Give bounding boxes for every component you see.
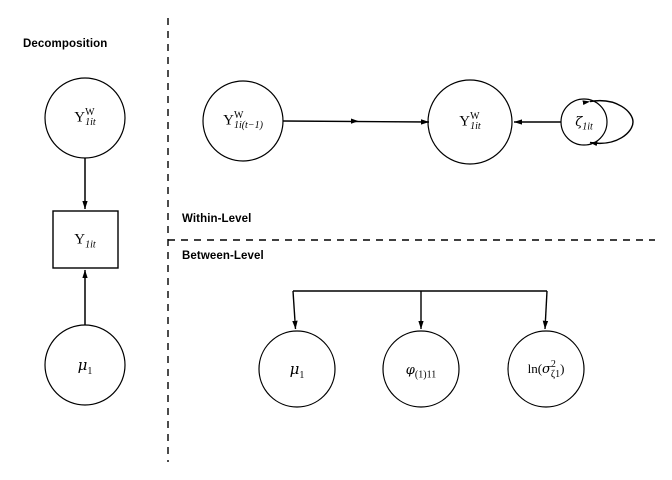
node-decomposition-observed [52,210,119,269]
node-label-sub: (1)11 [414,369,437,381]
node-label-suffix: ) [560,360,565,376]
node-label-sub: 1it [582,121,593,133]
label-between-level: Between-Level [182,250,264,262]
node-label-sub: 1it [85,116,96,128]
node-label-sub: 1i(t−1) [233,119,263,131]
node-label-sub: ζ1 [550,368,561,380]
node-between-lnvar [507,330,585,408]
node-label-between-mean: μ1 [289,360,305,381]
node-label-sup: W [470,110,480,122]
node-label-base: μ [77,356,88,374]
node-between-phi [382,330,460,408]
edge-autoregression-midmarker [351,118,359,124]
node-label-sub: 1 [87,366,93,377]
node-label-sub: 1it [85,239,96,251]
edge-bracket-to-lnvar [542,290,549,330]
node-label-sub: 1 [299,370,305,381]
node-label-base: Y [74,109,86,126]
node-label-base: Y [459,113,471,130]
node-label-between-phi: φ(1)11 [405,363,436,380]
node-label-sup: W [85,106,95,118]
node-label-within-residual: ζ1it [575,115,593,132]
node-label-base: σ [542,361,551,377]
edge-residual-variance-loop [582,99,634,147]
label-within-level: Within-Level [182,213,252,225]
node-within-current [427,79,513,165]
node-label-sub: 1it [470,120,481,132]
node-label-base: Y [74,231,86,248]
node-label-base: ζ [575,115,583,130]
label-decomposition: Decomposition [23,38,108,50]
node-label-decomposition-observed: Y1it [74,231,96,251]
node-decomposition-mean [44,324,126,406]
node-label-prefix: ln( [527,360,543,376]
node-label-base: φ [405,363,415,378]
node-label-base: Y [223,112,234,129]
node-label-decomposition-mean: μ1 [77,356,93,377]
node-label-base: μ [289,360,300,378]
node-between-mean [258,330,336,408]
node-label-sup: 2 [550,358,556,370]
edge-bracket-to-mean [292,290,298,330]
node-label-sup: W [233,109,244,121]
